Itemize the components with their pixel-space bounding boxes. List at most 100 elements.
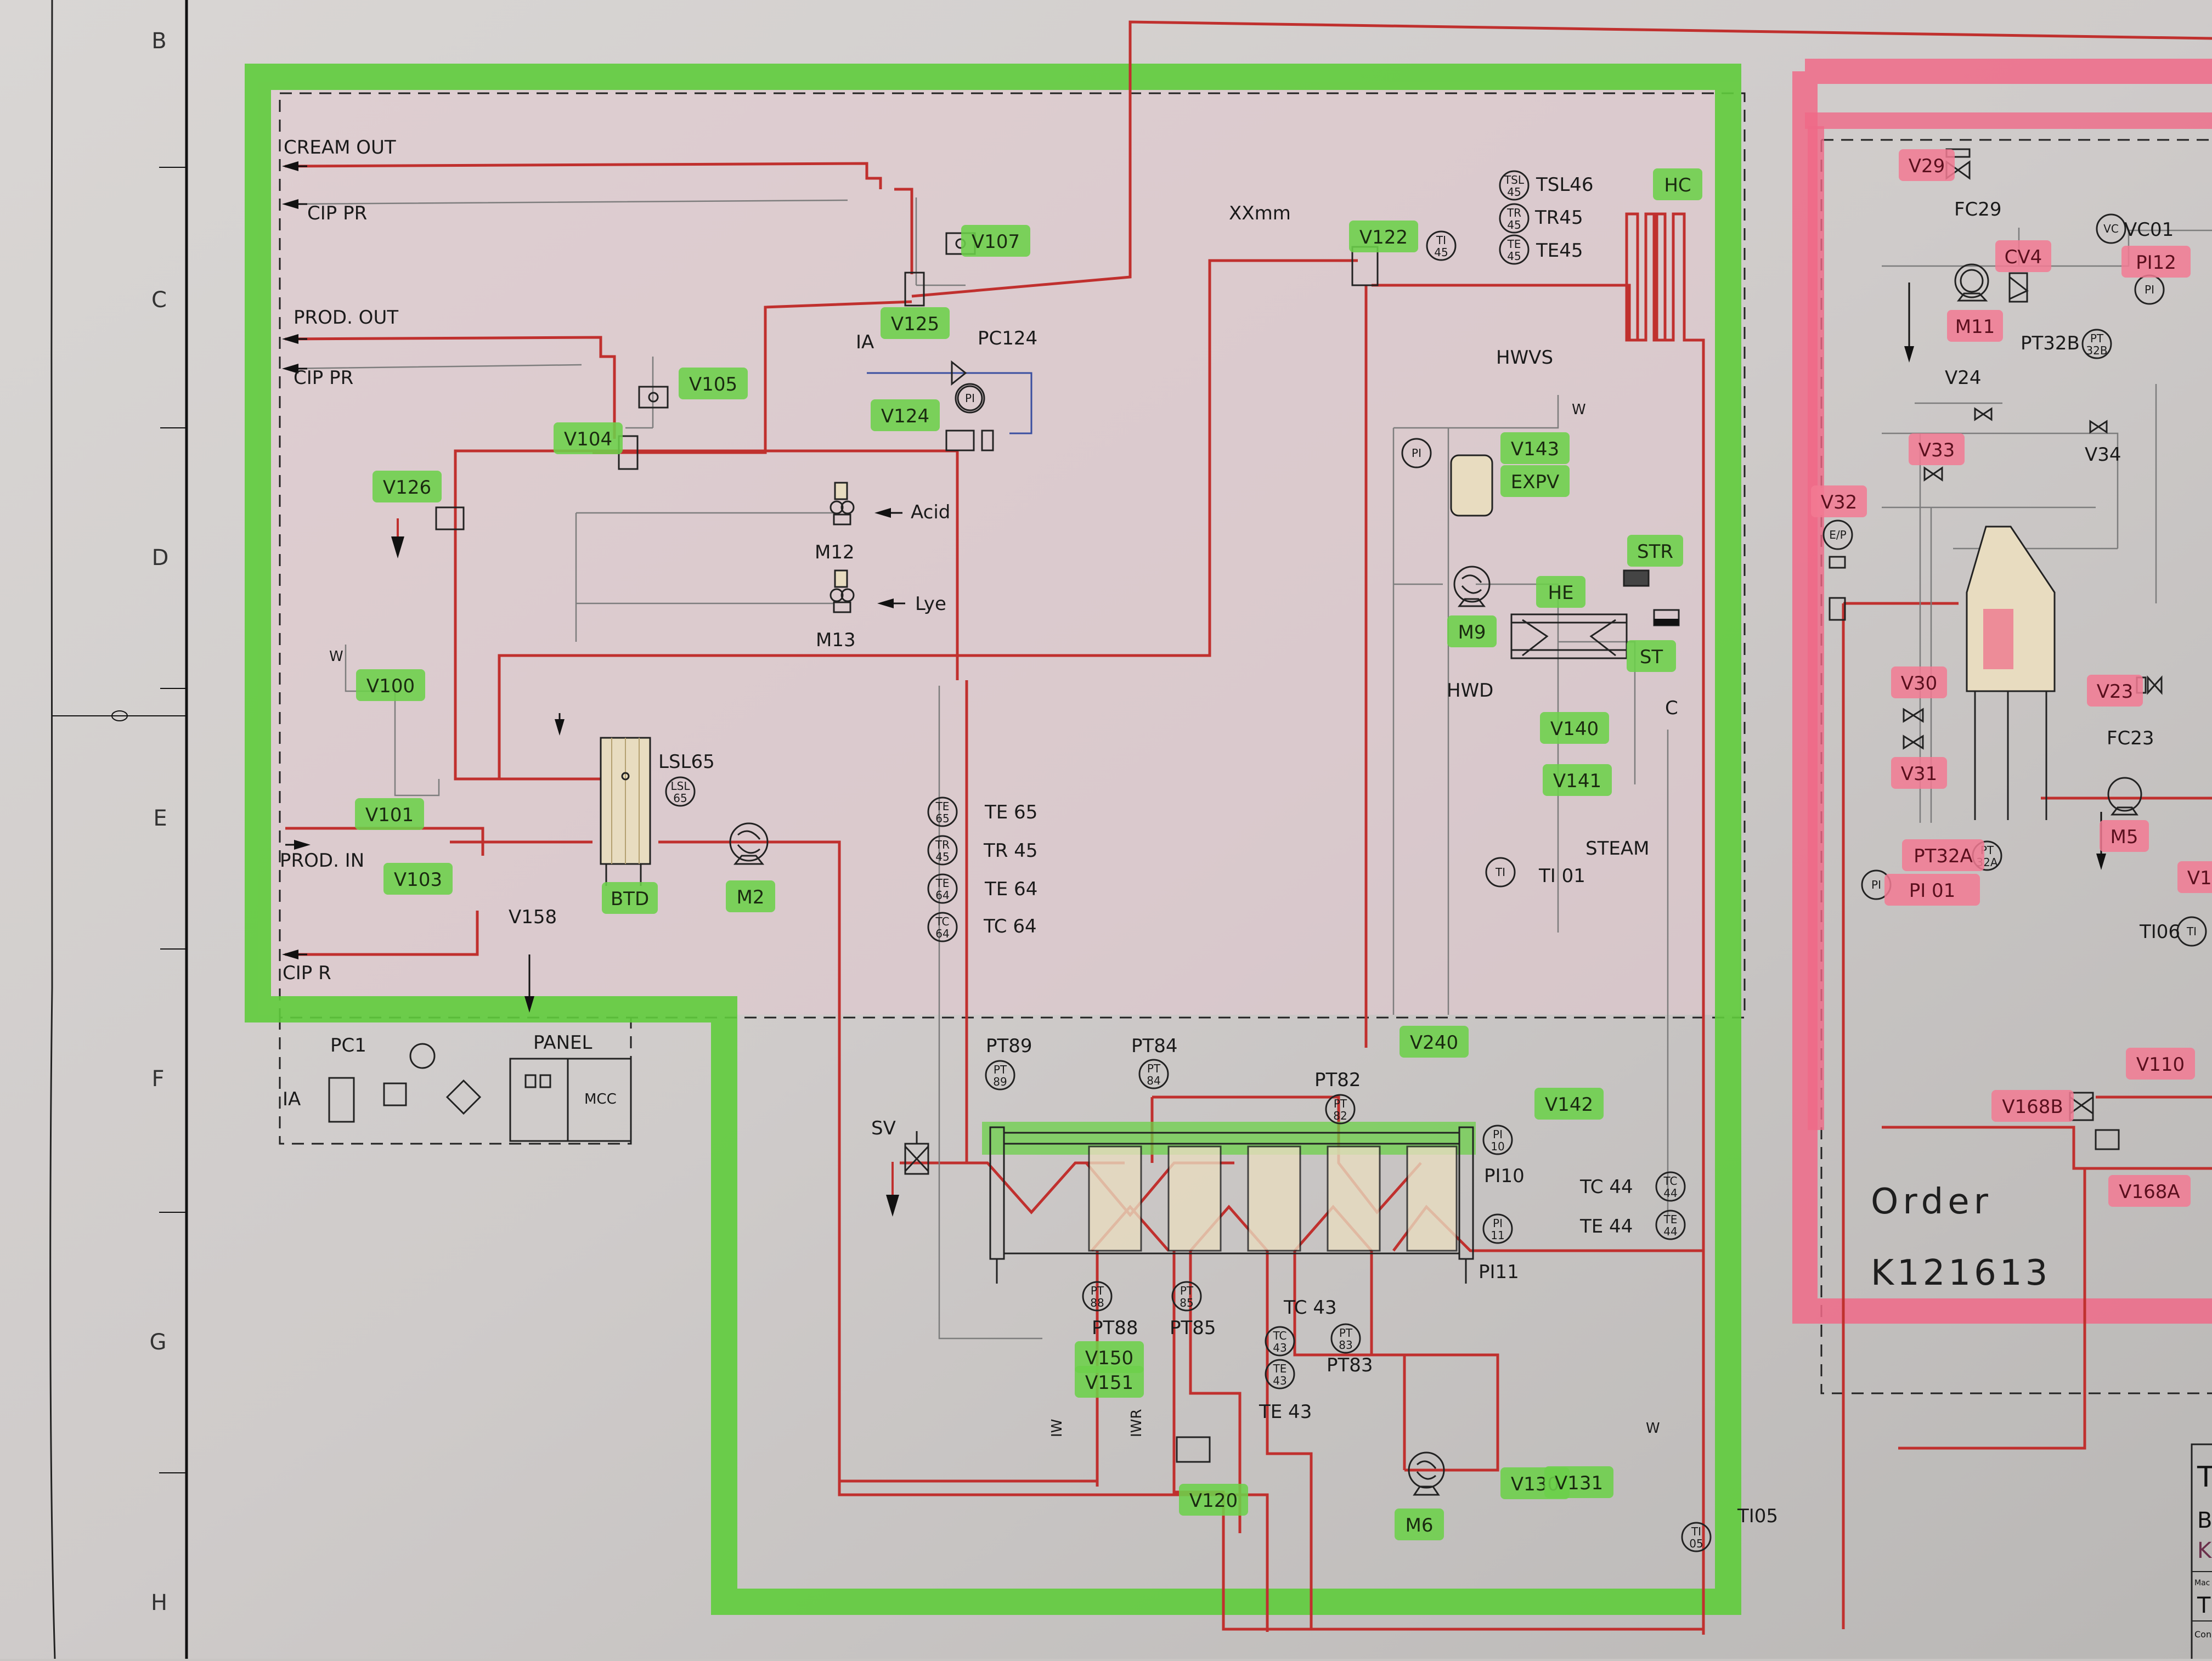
tag-v110: V110 [2126,1048,2195,1080]
tag-v168b: V168B [1991,1090,2074,1122]
tag-v103: V103 [383,863,453,895]
tag-expv: EXPV [1500,465,1570,497]
instrument-text: TI [1436,234,1446,247]
tag-m9: M9 [1447,615,1497,647]
tag-m11: M11 [1947,310,2003,342]
highlight-marker [1884,874,1980,906]
instrument-circle [1171,1281,1202,1312]
order-number: K121613 [1871,1253,2051,1293]
valve-v120-symbol [1176,1436,1211,1463]
instrument-text: TE [1663,1213,1678,1226]
instrument-text: PT [1147,1062,1161,1075]
instrument-text: 45 [1507,185,1521,199]
tag-label: HC [1664,174,1691,196]
title-block-line1: T [2197,1461,2212,1494]
grid-row-c: C [151,287,167,313]
label-sv: SV [871,1117,896,1139]
tag-label: PI12 [2136,252,2176,274]
label-te44: TE 44 [1579,1216,1633,1238]
tag-label: V131 [1555,1472,1603,1494]
instrument-text: TC [1663,1174,1677,1188]
label-hwvs: HWVS [1496,347,1553,369]
highlight-marker [1995,240,2051,272]
highlight-marker [2177,861,2212,893]
tag-label: M5 [2111,826,2138,848]
tag-label: V151 [1085,1372,1133,1394]
label-mcc: MCC [584,1091,617,1108]
tag-label: V150 [1085,1347,1133,1369]
tag-v151: V151 [1075,1366,1144,1398]
tag-label: V140 [1550,718,1599,740]
instrument-ti05: TI05 [1681,1522,1712,1552]
tag-label: V125 [891,313,939,335]
highlight-marker [355,798,424,830]
tag-label: M2 [737,886,765,908]
instrument-circle [1265,1326,1295,1357]
tag-label: V105 [689,374,737,396]
equipment-labels: PC124 M12 M13 LSL65 V158 PC1 PANEL MCC T… [330,174,2180,1527]
instrument-pt89: PT89 [985,1060,1015,1091]
label-pc124: PC124 [978,327,1037,349]
instrument-circle [927,835,958,866]
tag-v105: V105 [679,368,748,399]
instrument-circle [1482,1125,1513,1155]
pc124-signal-line [867,372,1032,434]
label-m13: M13 [816,629,856,651]
instrument-text: TE [1507,238,1521,251]
label-pt83: PT83 [1327,1354,1373,1376]
highlight-marker [679,368,748,399]
instrument-text: PI [965,392,975,405]
tag-m6: M6 [1395,1509,1444,1540]
label-pt85: PT85 [1170,1317,1216,1339]
highlight-marker [1447,615,1497,647]
tag-label: V122 [1359,227,1408,248]
label-pt84: PT84 [1131,1035,1178,1057]
highlight-marker [871,399,940,431]
instrument-circle [1082,1281,1113,1312]
tag-label: V168A [2119,1181,2180,1203]
heat-exchanger-he [1510,613,1628,659]
label-v24: V24 [1945,367,1982,389]
highlight-marker [1500,432,1570,464]
valve-v33-symbol [1923,466,1943,482]
instrument-pt82: PT82 [1325,1094,1356,1125]
title-block-line2: B [2197,1508,2212,1533]
tag-label: CV4 [2005,246,2042,268]
instrument-circle [1655,1171,1686,1202]
tag-v126: V126 [373,471,442,502]
highlight-marker [1075,1341,1144,1373]
tag-pi01: PI 01 [1884,874,1980,906]
label-pt88: PT88 [1092,1317,1138,1339]
instrument-text: TR [935,838,950,851]
instrument-text: TI [2186,925,2197,938]
valve-v24-symbol [1974,407,1993,421]
grid-row-d: D [152,545,169,570]
control-panel [328,1043,632,1142]
tag-label: M11 [1955,316,1995,338]
instrument-circle [927,796,958,827]
tag-v122: V122 [1349,221,1418,252]
instrument-text: 89 [993,1075,1007,1088]
instrument-circle [2176,916,2207,947]
highlight-marker [1653,168,1702,200]
instrument-text: 65 [935,812,949,825]
title-block-line5: T [2197,1593,2211,1618]
tag-v131: V131 [1544,1466,1613,1498]
label-cream-out: CREAM OUT [284,137,396,159]
instrument-text: E/P [1829,528,1846,541]
instrument-circle [1325,1094,1356,1125]
tag-label: M6 [1406,1515,1434,1536]
instrument-text: TE [935,877,950,890]
tag-v142: V142 [1534,1088,1604,1120]
instrument-pt83: PT83 [1330,1323,1361,1354]
valve-v124-symbol [945,430,994,451]
instrument-text: 64 [935,889,949,902]
instrument-circle [1426,230,1457,261]
label-tc64: TC 64 [983,916,1037,937]
instrument-text: PI [1412,447,1421,460]
instrument-lsl65: LSL65 [665,776,696,807]
label-v34: V34 [2085,444,2121,466]
holding-cell-hc [1625,212,1667,342]
